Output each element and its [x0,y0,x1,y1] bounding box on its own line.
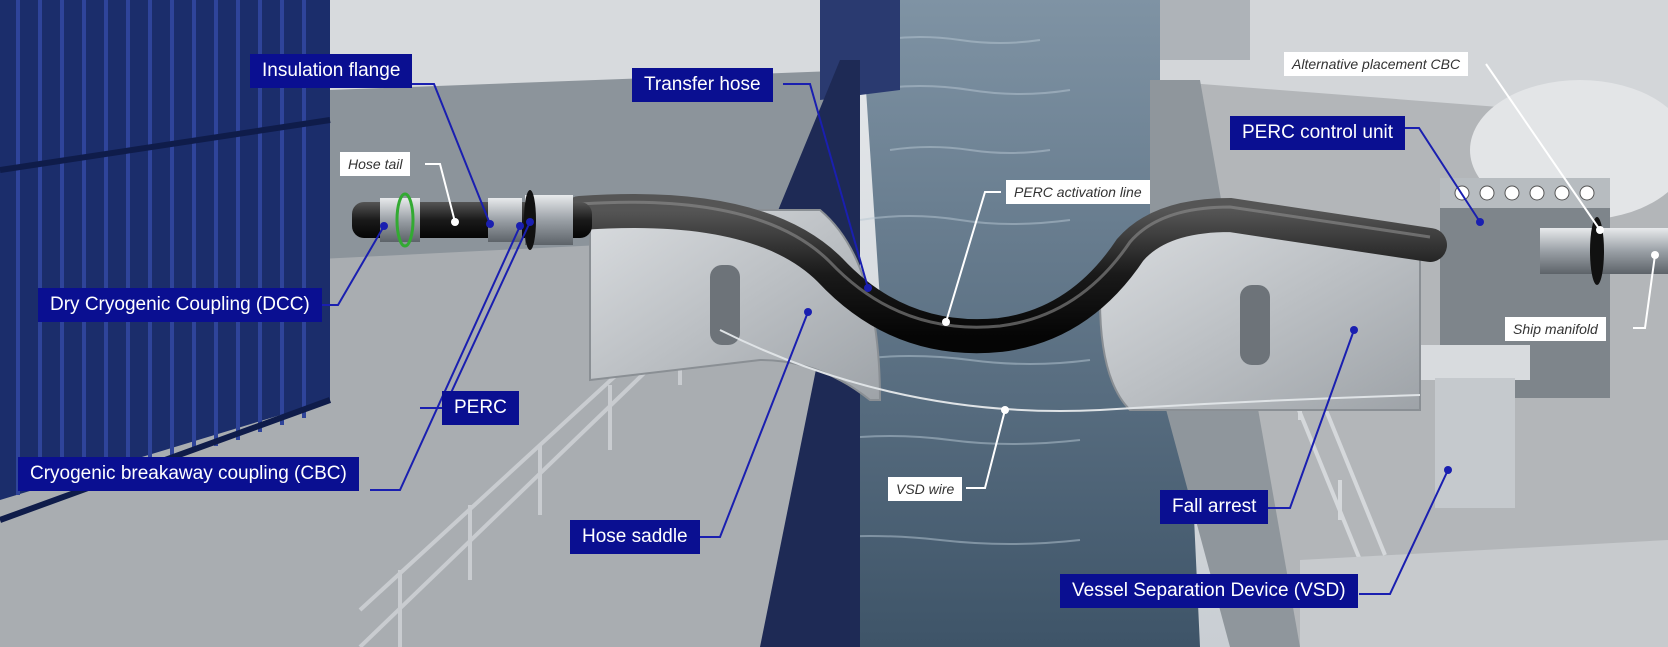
label-insulation-flange: Insulation flange [250,54,413,88]
label-perc: PERC [442,391,519,425]
hose-highlight [579,200,1431,329]
vsd-post-top [1420,345,1530,380]
label-hose-tail: Hose tail [340,152,411,176]
container-seam [0,117,331,173]
manifold-ring [1590,217,1604,285]
saddle-slot-right [1240,285,1270,365]
leader-dots [380,218,1484,474]
label-hose-saddle: Hose saddle [570,520,700,554]
label-cryogenic-breakaway-coupling: Cryogenic breakaway coupling (CBC) [18,457,359,491]
label-vsd-wire: VSD wire [888,477,963,501]
label-fall-arrest: Fall arrest [1160,490,1269,524]
vsd-wire-line [719,329,1421,412]
white-leader-dots [451,218,1659,414]
label-transfer-hose: Transfer hose [632,68,773,102]
insulation-flange-part [488,198,522,242]
saddle-slot-left [710,265,740,345]
white-leader-lines [425,63,1656,489]
container-ribs [16,0,306,495]
label-dry-cryogenic-coupling: Dry Cryogenic Coupling (DCC) [38,288,322,322]
label-perc-control-unit: PERC control unit [1230,116,1406,150]
label-alternative-placement-cbc: Alternative placement CBC [1284,52,1469,76]
label-ship-manifold: Ship manifold [1505,317,1606,341]
right-lower-deck [1300,540,1668,647]
transfer-hose [563,193,1447,354]
green-ring [395,192,415,248]
vsd-post [1435,378,1515,508]
label-perc-activation-line: PERC activation line [1006,180,1150,204]
label-vessel-separation-device: Vessel Separation Device (VSD) [1060,574,1358,608]
water-ripples [799,36,1091,545]
right-bridge [1160,0,1250,60]
